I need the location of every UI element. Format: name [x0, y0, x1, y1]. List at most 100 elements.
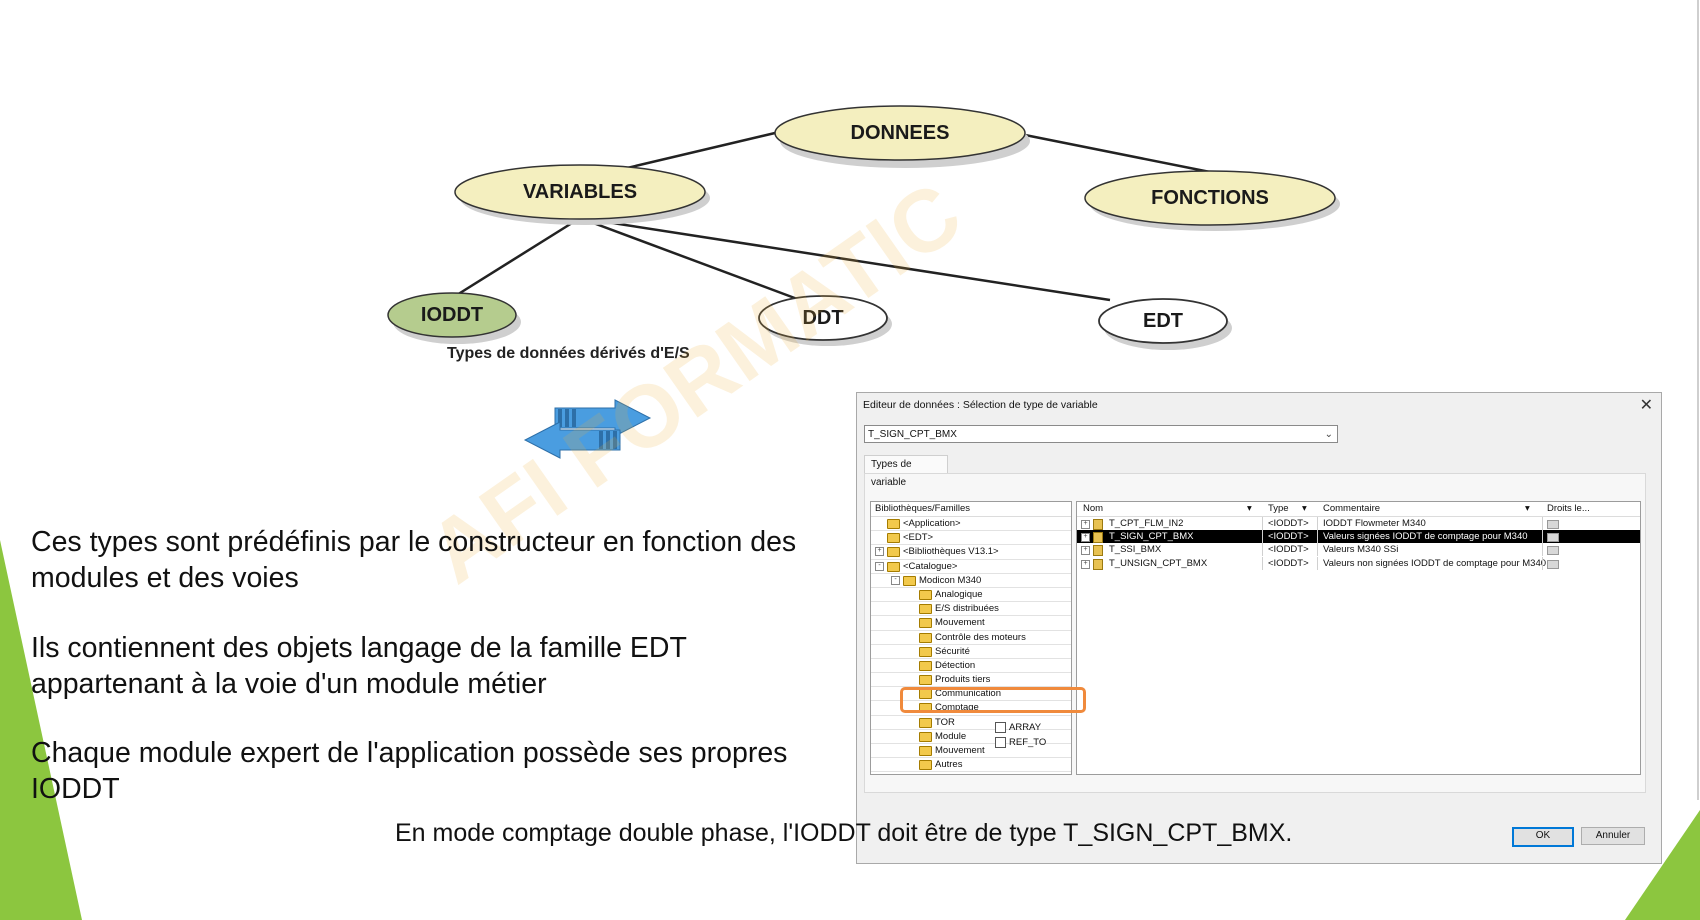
cancel-button[interactable]: Annuler	[1581, 827, 1645, 845]
col-nom[interactable]: Nom	[1083, 503, 1104, 514]
rights-icon	[1547, 520, 1559, 529]
cell-type: <IODDT>	[1268, 518, 1309, 529]
grid-row[interactable]: +T_CPT_FLM_IN2<IODDT>IODDT Flowmeter M34…	[1077, 517, 1640, 530]
paragraph-2: Ils contiennent des objets langage de la…	[31, 630, 861, 702]
ioddt-label: IODDT	[420, 304, 484, 326]
close-icon[interactable]: ✕	[1639, 397, 1653, 414]
tree-item[interactable]: Autres	[871, 758, 1071, 773]
tree-item-label: Communication	[935, 688, 1001, 700]
folder-icon	[919, 604, 932, 615]
tree-item-label: Comptage	[935, 702, 979, 714]
cell-commentaire: Valeurs non signées IODDT de comptage po…	[1323, 557, 1547, 569]
tree-item-label: Produits tiers	[935, 674, 991, 686]
diagram-caption: Types de données dérivés d'E/S	[447, 345, 690, 362]
column-divider	[1262, 530, 1263, 544]
folder-icon	[919, 646, 932, 657]
tree-item-label: <Catalogue>	[903, 560, 958, 572]
paragraph-3-line-1: Chaque module expert de l'application po…	[31, 737, 788, 769]
cell-nom: T_CPT_FLM_IN2	[1109, 518, 1184, 529]
grid-row[interactable]: +T_SIGN_CPT_BMX<IODDT>Valeurs signées IO…	[1077, 530, 1640, 544]
tree-item[interactable]: + <Bibliothèques V13.1>	[871, 545, 1071, 560]
dialog-title: Editeur de données : Sélection de type d…	[863, 399, 1098, 411]
library-tree[interactable]: Bibliothèques/Familles <Application><EDT…	[870, 501, 1072, 775]
ddt-label: DDT	[802, 307, 844, 329]
tree-item[interactable]: <Application>	[871, 517, 1071, 532]
ok-button[interactable]: OK	[1512, 827, 1574, 847]
expand-icon[interactable]: +	[1081, 559, 1090, 569]
tree-item[interactable]: - <Catalogue>	[871, 560, 1071, 574]
array-checkbox[interactable]	[995, 722, 1006, 733]
col-droits[interactable]: Droits le...	[1547, 503, 1590, 514]
paragraph-1-line-2: modules et des voies	[31, 562, 299, 594]
paragraph-3-line-2: IODDT	[31, 773, 120, 805]
grid-header: Nom ▾ Type ▾ Commentaire ▾ Droits le...	[1077, 502, 1640, 517]
tree-item-label: <Bibliothèques V13.1>	[903, 546, 999, 558]
expand-icon[interactable]: +	[1081, 520, 1090, 529]
folder-icon	[887, 547, 900, 558]
fonctions-label: FONCTIONS	[1151, 187, 1269, 209]
col-type[interactable]: Type	[1268, 503, 1289, 514]
tree-item[interactable]: Module	[871, 730, 1071, 744]
column-divider	[1542, 517, 1543, 530]
sort-icon[interactable]: ▾	[1302, 503, 1307, 514]
tree-item[interactable]: TOR	[871, 716, 1071, 730]
column-divider	[1317, 556, 1318, 570]
expand-icon[interactable]: +	[1081, 533, 1090, 543]
tree-item[interactable]: Mouvement	[871, 744, 1071, 759]
type-grid[interactable]: Nom ▾ Type ▾ Commentaire ▾ Droits le... …	[1076, 501, 1641, 775]
ref-to-checkbox[interactable]	[995, 737, 1006, 748]
expand-icon[interactable]: +	[875, 547, 884, 557]
folder-icon	[887, 533, 900, 544]
type-combo-value: T_SIGN_CPT_BMX	[868, 429, 957, 440]
rights-icon	[1547, 559, 1559, 569]
cell-commentaire: Valeurs M340 SSi	[1323, 544, 1399, 556]
tree-item[interactable]: Produits tiers	[871, 673, 1071, 688]
folder-icon	[919, 618, 932, 629]
paragraph-2-line-2: appartenant à la voie d'un module métier	[31, 668, 547, 700]
tree-item[interactable]: Contrôle des moteurs	[871, 631, 1071, 645]
type-combo[interactable]: T_SIGN_CPT_BMX ⌄	[864, 425, 1338, 443]
tree-item[interactable]: <EDT>	[871, 531, 1071, 546]
tree-item-label: Analogique	[935, 588, 983, 600]
col-commentaire[interactable]: Commentaire	[1323, 503, 1381, 514]
tree-item-label: Autres	[935, 759, 963, 771]
tree-item-label: TOR	[935, 716, 955, 728]
tree-item[interactable]: Mouvement	[871, 616, 1071, 631]
expand-icon[interactable]: +	[1081, 546, 1090, 556]
column-divider	[1262, 556, 1263, 570]
ddt-ellipse	[758, 295, 888, 341]
variables-ellipse	[454, 164, 706, 220]
folder-icon	[887, 519, 900, 529]
array-checkbox-label: ARRAY	[1009, 722, 1042, 733]
folder-icon	[919, 760, 932, 771]
grid-row[interactable]: +T_UNSIGN_CPT_BMX<IODDT>Valeurs non sign…	[1077, 556, 1640, 570]
ref-to-checkbox-label: REF_TO	[1009, 737, 1047, 748]
chevron-down-icon[interactable]: ⌄	[1324, 429, 1333, 440]
tree-item[interactable]: Détection	[871, 659, 1071, 674]
folder-icon	[919, 632, 932, 643]
grid-row[interactable]: + T_SSI_BMX <IODDT> Valeurs M340 SSi	[1077, 543, 1640, 557]
tree-item[interactable]: Analogique	[871, 588, 1071, 603]
edt-ellipse	[1098, 298, 1228, 344]
cell-type: <IODDT>	[1268, 557, 1309, 569]
tree-item-label: Détection	[935, 659, 976, 671]
variable-type-dialog: Editeur de données : Sélection de type d…	[856, 392, 1662, 864]
collapse-icon[interactable]: -	[891, 575, 900, 585]
cell-nom: T_SSI_BMX	[1109, 544, 1162, 556]
column-divider	[1317, 543, 1318, 557]
cell-type: <IODDT>	[1268, 544, 1309, 556]
column-divider	[1542, 530, 1543, 544]
tree-item[interactable]: Sécurité	[871, 645, 1071, 659]
tree-item[interactable]: -Modicon M340	[871, 574, 1071, 588]
tree-item[interactable]: E/S distribuées	[871, 602, 1071, 617]
sort-icon[interactable]: ▾	[1247, 503, 1252, 514]
folder-icon	[919, 731, 932, 742]
sort-icon[interactable]: ▾	[1525, 503, 1530, 514]
fonctions-ellipse	[1084, 170, 1336, 226]
collapse-icon[interactable]: -	[875, 561, 884, 571]
tab-variable-types[interactable]: Types de variable	[864, 455, 948, 488]
type-icon	[1093, 545, 1103, 557]
rights-icon	[1547, 533, 1559, 543]
tree-item-label: Sécurité	[935, 645, 970, 657]
tree-item-label: Mouvement	[935, 745, 985, 756]
